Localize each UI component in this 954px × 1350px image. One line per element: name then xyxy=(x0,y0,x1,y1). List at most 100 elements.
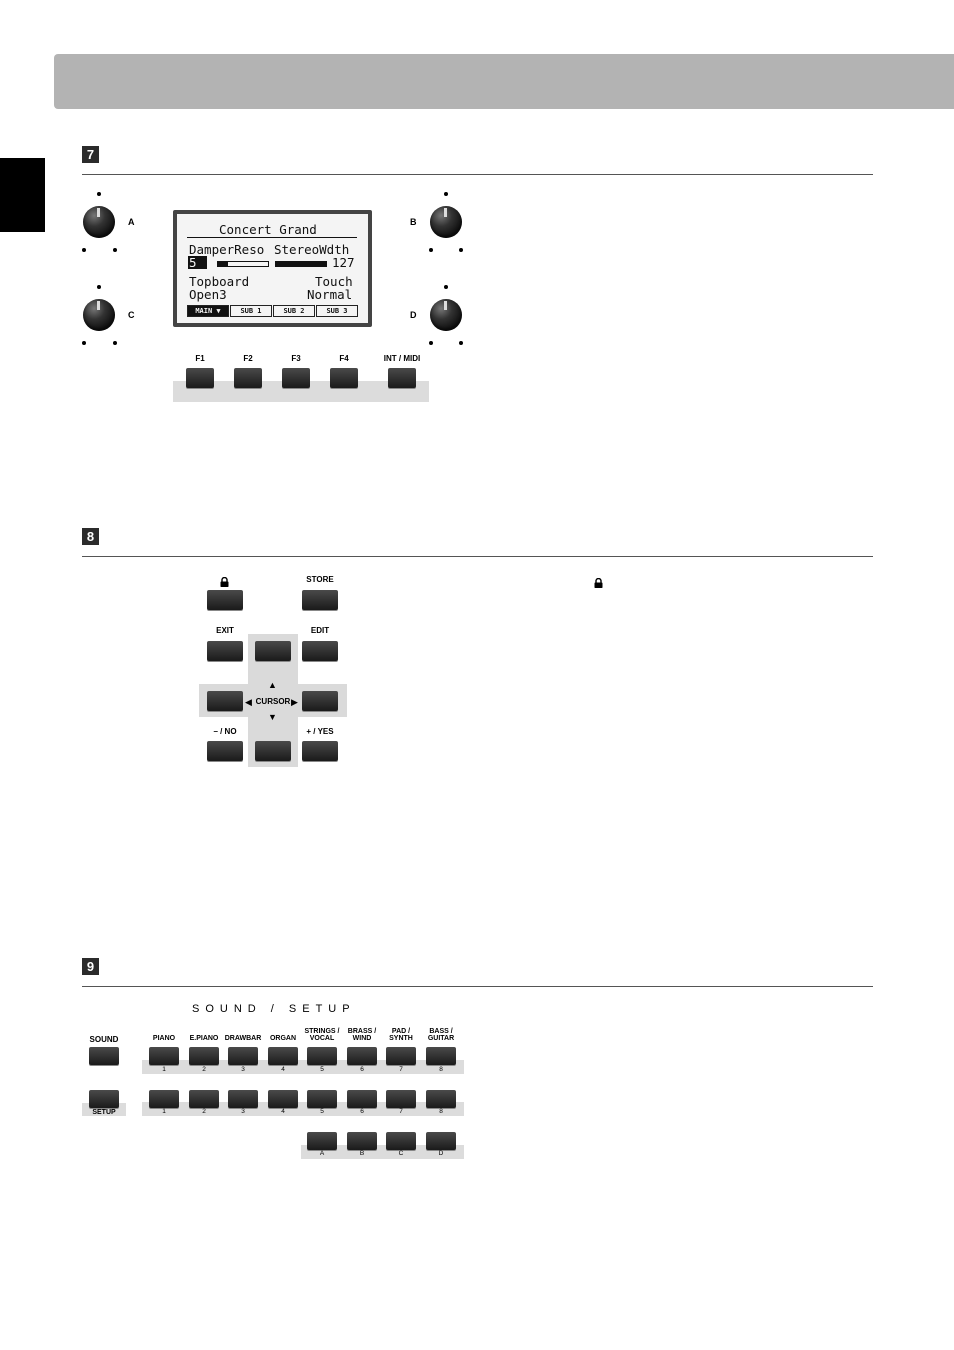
f3-label: F3 xyxy=(291,354,301,363)
sound-category-button[interactable] xyxy=(386,1047,416,1065)
bank-letter: A xyxy=(319,1150,325,1157)
category-label-line1: ORGAN xyxy=(269,1035,297,1042)
down-arrow-icon: ▼ xyxy=(268,712,277,722)
lcd-param3-value: Open3 xyxy=(189,287,227,302)
minus-no-button[interactable] xyxy=(207,741,243,761)
lcd-tab-sub1[interactable]: SUB 1 xyxy=(230,305,272,317)
category-label-line1: BASS / xyxy=(429,1028,453,1035)
row1-number: 8 xyxy=(439,1066,443,1073)
cursor-label: CURSOR xyxy=(255,697,291,706)
setup-number-button[interactable] xyxy=(228,1090,258,1108)
knob-c[interactable] xyxy=(83,299,115,331)
cursor-up-button[interactable] xyxy=(255,641,291,661)
sound-button[interactable] xyxy=(89,1047,119,1065)
sound-category-button[interactable] xyxy=(189,1047,219,1065)
row1-number: 2 xyxy=(202,1066,206,1073)
f3-button[interactable] xyxy=(282,368,310,388)
bank-button[interactable] xyxy=(307,1132,337,1150)
up-arrow-icon: ▲ xyxy=(268,680,277,690)
side-tab xyxy=(0,158,45,232)
sound-setup-heading: SOUND / SETUP xyxy=(192,1003,356,1015)
section-divider xyxy=(82,174,873,175)
row2-number: 8 xyxy=(439,1108,443,1115)
lcd-param1-name: DamperReso xyxy=(189,242,265,257)
yes-label: + / YES xyxy=(306,727,334,736)
plus-yes-button[interactable] xyxy=(302,741,338,761)
lock-button[interactable] xyxy=(207,590,243,610)
f4-button[interactable] xyxy=(330,368,358,388)
cursor-down-button[interactable] xyxy=(255,741,291,761)
f1-button[interactable] xyxy=(186,368,214,388)
store-label: STORE xyxy=(306,575,334,584)
edit-button[interactable] xyxy=(302,641,338,661)
setup-number-button[interactable] xyxy=(189,1090,219,1108)
setup-number-button[interactable] xyxy=(386,1090,416,1108)
category-label-line2: SYNTH xyxy=(389,1035,413,1042)
setup-number-button[interactable] xyxy=(347,1090,377,1108)
sound-category-button[interactable] xyxy=(307,1047,337,1065)
sound-category-button[interactable] xyxy=(268,1047,298,1065)
cursor-left-button[interactable] xyxy=(207,691,243,711)
lcd-title: Concert Grand xyxy=(219,222,317,237)
sound-category-button[interactable] xyxy=(347,1047,377,1065)
left-arrow-icon: ◀ xyxy=(245,697,252,707)
section-divider xyxy=(82,556,873,557)
store-button[interactable] xyxy=(302,590,338,610)
bank-button[interactable] xyxy=(426,1132,456,1150)
header-bar xyxy=(54,54,954,109)
knob-dot xyxy=(97,192,101,196)
knob-d-label: D xyxy=(410,310,417,320)
sound-category-button[interactable] xyxy=(228,1047,258,1065)
sound-category-button[interactable] xyxy=(426,1047,456,1065)
no-label: – / NO xyxy=(213,727,237,736)
category-label-line1: STRINGS / xyxy=(304,1028,340,1035)
int-midi-button[interactable] xyxy=(388,368,416,388)
knob-dot xyxy=(429,341,433,345)
f2-label: F2 xyxy=(243,354,253,363)
row1-number: 7 xyxy=(399,1066,403,1073)
category-label-line1: PAD / xyxy=(391,1028,411,1035)
bank-button[interactable] xyxy=(347,1132,377,1150)
row3-tray xyxy=(301,1145,464,1159)
knob-d[interactable] xyxy=(430,299,462,331)
lock-icon xyxy=(220,574,229,587)
row2-number: 6 xyxy=(360,1108,364,1115)
setup-button[interactable] xyxy=(89,1090,119,1108)
section-number-8: 8 xyxy=(82,528,99,545)
knob-a[interactable] xyxy=(83,206,115,238)
f2-button[interactable] xyxy=(234,368,262,388)
lcd-param2-name: StereoWdth xyxy=(274,242,350,257)
sound-label: SOUND xyxy=(89,1035,119,1044)
setup-number-button[interactable] xyxy=(149,1090,179,1108)
setup-number-button[interactable] xyxy=(307,1090,337,1108)
lcd-param4-value: Normal xyxy=(307,287,353,302)
row2-number: 3 xyxy=(241,1108,245,1115)
cursor-right-button[interactable] xyxy=(302,691,338,711)
f1-label: F1 xyxy=(195,354,205,363)
category-label-line2: GUITAR xyxy=(427,1035,455,1042)
lcd-param2-bar xyxy=(275,261,327,267)
lcd-screen: Concert Grand DamperReso StereoWdth 5 12… xyxy=(177,214,368,323)
exit-button[interactable] xyxy=(207,641,243,661)
row2-number: 1 xyxy=(162,1108,166,1115)
knob-b-label: B xyxy=(410,217,417,227)
section-number-9: 9 xyxy=(82,958,99,975)
row2-number: 5 xyxy=(320,1108,324,1115)
lcd-tab-sub2[interactable]: SUB 2 xyxy=(273,305,315,317)
lcd-tab-sub3[interactable]: SUB 3 xyxy=(316,305,358,317)
knob-dot xyxy=(429,248,433,252)
sound-category-button[interactable] xyxy=(149,1047,179,1065)
setup-label: SETUP xyxy=(92,1109,116,1116)
knob-dot xyxy=(113,248,117,252)
lcd-title-rule xyxy=(187,237,357,238)
category-label-line1: PIANO xyxy=(152,1035,176,1042)
bank-button[interactable] xyxy=(386,1132,416,1150)
knob-b[interactable] xyxy=(430,206,462,238)
row1-number: 4 xyxy=(281,1066,285,1073)
lcd-tab-main[interactable]: MAIN ▼ xyxy=(187,305,229,317)
setup-number-button[interactable] xyxy=(268,1090,298,1108)
knob-c-label: C xyxy=(128,310,135,320)
setup-number-button[interactable] xyxy=(426,1090,456,1108)
right-arrow-icon: ▶ xyxy=(291,697,298,707)
knob-dot xyxy=(459,341,463,345)
